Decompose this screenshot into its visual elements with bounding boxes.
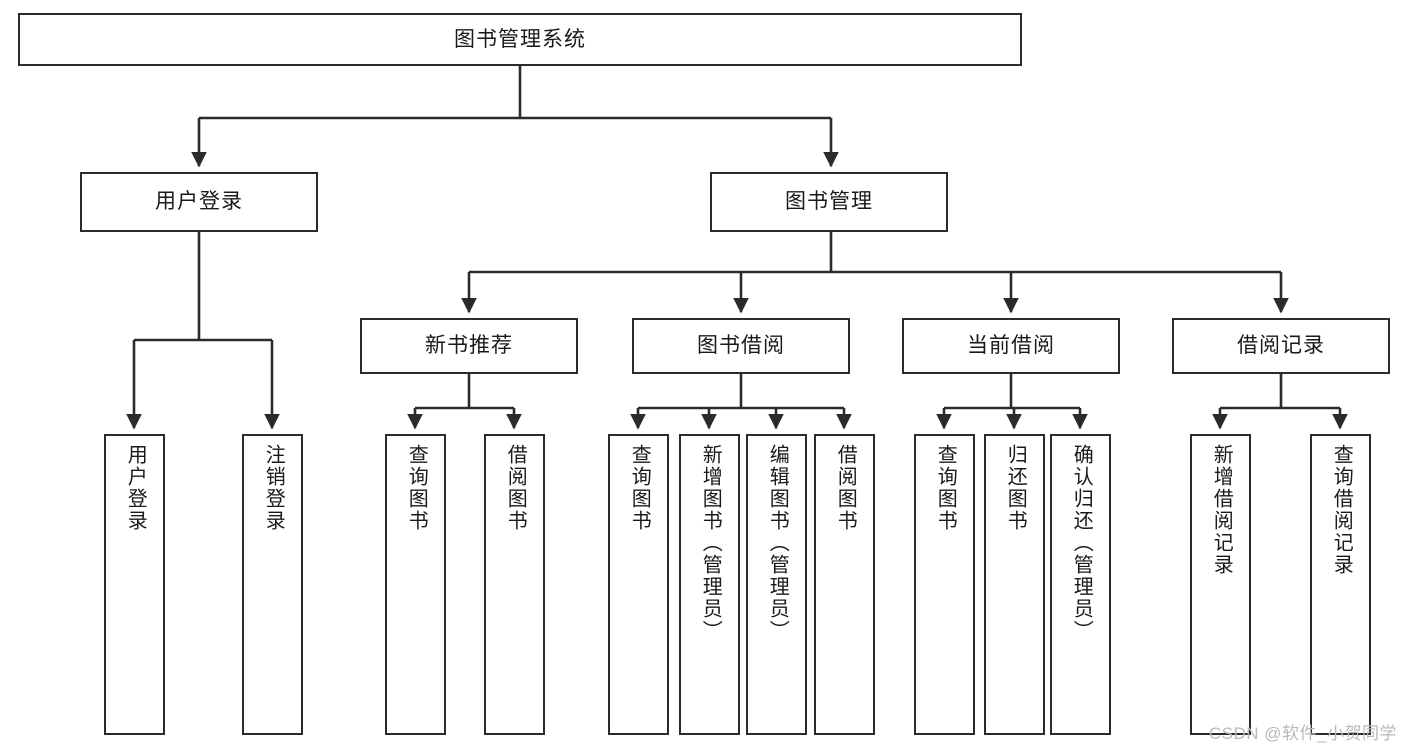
node-leaf-query-book-borrow-label: 查询图书 [628, 444, 651, 532]
node-leaf-edit-book-label: 编辑图书（管理员） [766, 444, 789, 642]
node-leaf-confirm-return[interactable]: 确认归还（管理员） [1050, 434, 1111, 735]
node-leaf-add-book[interactable]: 新增图书（管理员） [679, 434, 740, 735]
node-leaf-borrow-book-recommend[interactable]: 借阅图书 [484, 434, 545, 735]
node-leaf-query-book-recommend-label: 查询图书 [405, 444, 428, 532]
node-user-login-label: 用户登录 [155, 190, 243, 214]
node-book-management-label: 图书管理 [785, 190, 873, 214]
node-borrow-records-label: 借阅记录 [1237, 334, 1325, 358]
node-leaf-borrow-book-recommend-label: 借阅图书 [504, 444, 527, 532]
node-book-borrow-label: 图书借阅 [697, 334, 785, 358]
node-leaf-edit-book[interactable]: 编辑图书（管理员） [746, 434, 807, 735]
node-leaf-query-borrow-record[interactable]: 查询借阅记录 [1310, 434, 1371, 735]
node-root[interactable]: 图书管理系统 [18, 13, 1022, 66]
node-root-label: 图书管理系统 [454, 27, 586, 51]
node-leaf-query-book-current[interactable]: 查询图书 [914, 434, 975, 735]
node-leaf-query-book-borrow[interactable]: 查询图书 [608, 434, 669, 735]
node-leaf-logout-label: 注销登录 [262, 444, 285, 532]
node-leaf-add-borrow-record[interactable]: 新增借阅记录 [1190, 434, 1251, 735]
node-leaf-borrow-book[interactable]: 借阅图书 [814, 434, 875, 735]
node-leaf-query-book-current-label: 查询图书 [934, 444, 957, 532]
node-user-login[interactable]: 用户登录 [80, 172, 318, 232]
node-book-borrow[interactable]: 图书借阅 [632, 318, 850, 374]
node-leaf-add-borrow-record-label: 新增借阅记录 [1210, 444, 1233, 576]
node-leaf-user-login-label: 用户登录 [124, 444, 147, 532]
node-book-management[interactable]: 图书管理 [710, 172, 948, 232]
node-new-book-recommend-label: 新书推荐 [425, 334, 513, 358]
node-leaf-add-book-label: 新增图书（管理员） [699, 444, 722, 642]
node-leaf-user-login[interactable]: 用户登录 [104, 434, 165, 735]
node-leaf-logout[interactable]: 注销登录 [242, 434, 303, 735]
node-leaf-query-book-recommend[interactable]: 查询图书 [385, 434, 446, 735]
node-leaf-confirm-return-label: 确认归还（管理员） [1070, 444, 1093, 642]
node-current-borrow[interactable]: 当前借阅 [902, 318, 1120, 374]
node-leaf-return-book-label: 归还图书 [1004, 444, 1027, 532]
node-new-book-recommend[interactable]: 新书推荐 [360, 318, 578, 374]
node-current-borrow-label: 当前借阅 [967, 334, 1055, 358]
node-borrow-records[interactable]: 借阅记录 [1172, 318, 1390, 374]
node-leaf-borrow-book-label: 借阅图书 [834, 444, 857, 532]
node-leaf-return-book[interactable]: 归还图书 [984, 434, 1045, 735]
node-leaf-query-borrow-record-label: 查询借阅记录 [1330, 444, 1353, 576]
csdn-watermark: CSDN @软件_小贺同学 [1208, 724, 1397, 743]
